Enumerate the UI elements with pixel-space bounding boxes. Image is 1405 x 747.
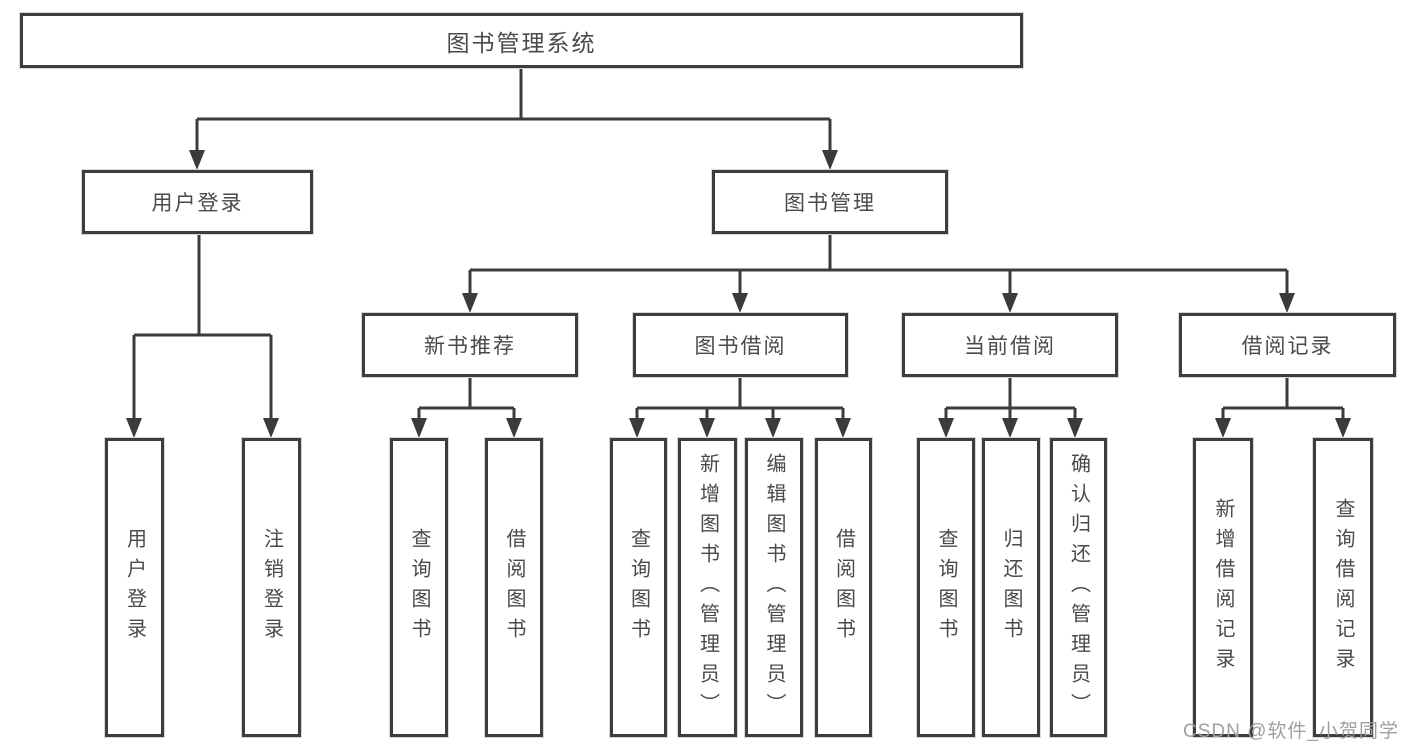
leaf-borrow-books-recommend: 借阅图书 [485, 438, 543, 737]
arrowheads [126, 150, 1351, 438]
node-borrowing-records: 借阅记录 [1179, 313, 1396, 377]
leaf-confirm-return-admin: 确认归还（管理员） [1050, 438, 1107, 737]
leaf-return-books: 归还图书 [982, 438, 1040, 737]
leaf-query-books-current: 查询图书 [917, 438, 975, 737]
node-book-management: 图书管理 [712, 170, 948, 234]
node-book-borrowing: 图书借阅 [633, 313, 848, 377]
leaf-query-borrow-record: 查询借阅记录 [1313, 438, 1373, 737]
leaf-edit-books-admin: 编辑图书（管理员） [745, 438, 803, 737]
leaf-query-books-recommend: 查询图书 [390, 438, 448, 737]
node-current-borrowing: 当前借阅 [902, 313, 1118, 377]
leaf-borrow-books-borrowing: 借阅图书 [815, 438, 872, 737]
leaf-query-books-borrowing: 查询图书 [610, 438, 667, 737]
node-user-login: 用户登录 [82, 170, 313, 234]
leaf-add-borrow-record: 新增借阅记录 [1193, 438, 1253, 737]
leaf-add-books-admin: 新增图书（管理员） [678, 438, 737, 737]
leaf-user-login: 用户登录 [105, 438, 164, 737]
node-new-book-recommendation: 新书推荐 [362, 313, 578, 377]
node-library-management-system: 图书管理系统 [20, 13, 1023, 68]
leaf-logout-login: 注销登录 [242, 438, 301, 737]
csdn-watermark: CSDN @软件_小贺同学 [1183, 721, 1399, 742]
